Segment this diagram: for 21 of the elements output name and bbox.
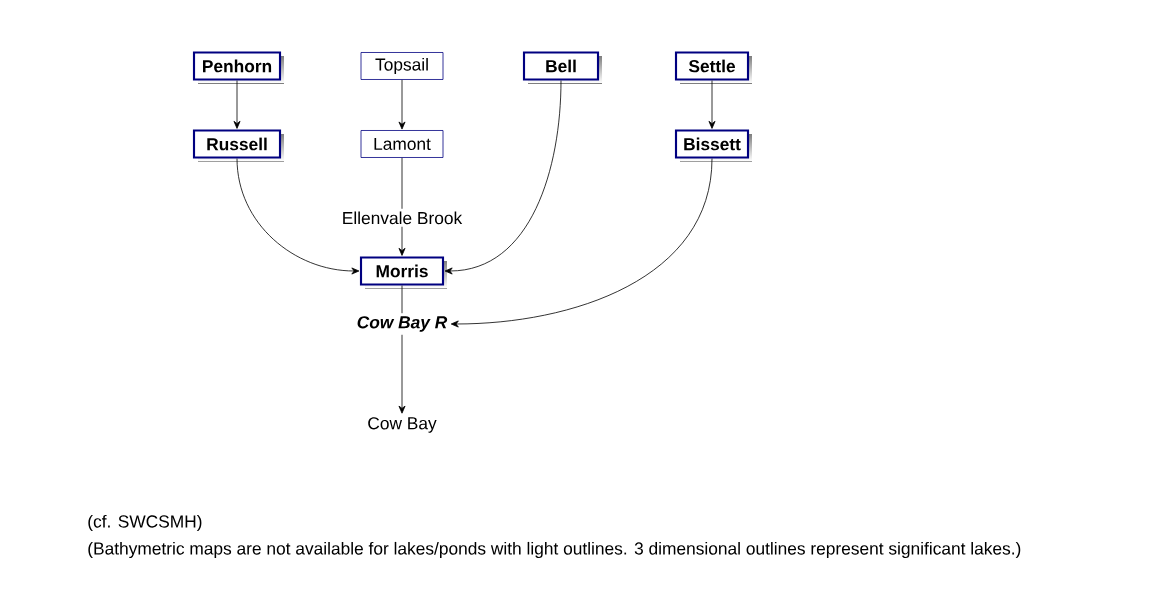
lake-box: Topsail: [360, 52, 444, 80]
outlet-label: Cow Bay: [368, 417, 437, 433]
significant-lake-box: Bell: [522, 51, 602, 84]
arrow: [398, 157, 406, 256]
note: (Bathymetric maps are not available for lakes/ponds with light outlines. 3 dimensional outlines represent significant lakes.): [88, 541, 1021, 559]
arrow: [398, 79, 406, 130]
arrow: [444, 80, 562, 275]
significant-lake-box: Russell: [192, 129, 284, 162]
significant-lake-box: Bissett: [674, 129, 752, 162]
edge-label: Ellenvale Brook: [343, 211, 463, 225]
significant-lake-box: Settle: [674, 51, 752, 84]
arrow: [233, 80, 241, 129]
arrow: [708, 80, 716, 129]
arrow: [398, 334, 406, 414]
river-label: Cow Bay R: [357, 316, 448, 332]
note: (cf. SWCSMH): [88, 514, 202, 532]
arrow: [450, 158, 713, 328]
significant-lake-box: Penhorn: [192, 51, 284, 84]
arrow: [236, 158, 360, 275]
lake-box: Lamont: [360, 130, 444, 158]
significant-lake-box: Morris: [359, 256, 447, 289]
